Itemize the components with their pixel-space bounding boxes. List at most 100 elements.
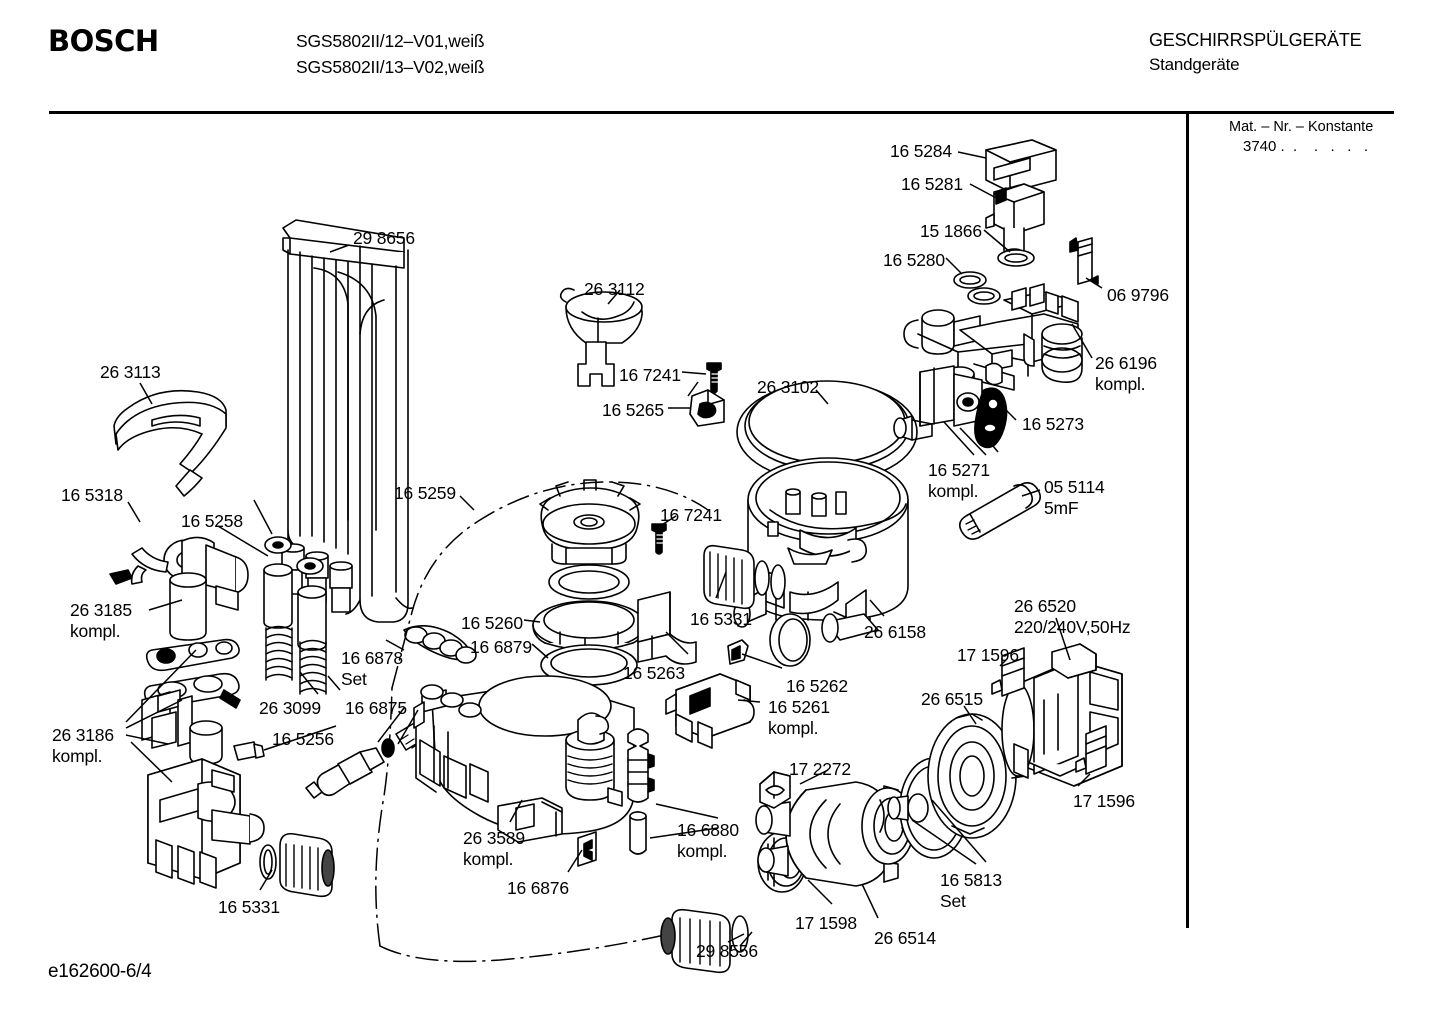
part-number: 26 6514 [874,928,936,948]
part-graphic-166876 [577,831,597,867]
part-number: 16 5331 [690,609,752,629]
part-number-label: 16 5331 [690,609,752,630]
part-graphic-165281 [985,183,1045,260]
part-graphic-166878 [403,625,477,664]
part-number-label: 16 5331 [218,897,280,918]
part-number-label: 16 5273 [1022,414,1084,435]
part-number: 15 1866 [920,221,982,241]
part-graphic-165262 [727,639,749,665]
part-number-label: 16 5265 [602,400,664,421]
part-number-label: 17 1598 [795,913,857,934]
right-panel-divider [1186,113,1189,928]
part-number-label: 17 1596 [957,645,1019,666]
part-graphic-263589 [413,675,635,843]
part-number-label: 16 7241 [660,505,722,526]
part-number: 16 5259 [394,483,456,503]
part-number: 26 3185 [70,600,132,620]
material-number-block: Mat. – Nr. – Konstante 3740 . . . . . . [1229,118,1373,156]
document-code: e162600-6/4 [48,961,152,982]
part-graphic-165284 [985,139,1057,193]
part-number-label: 16 5259 [394,483,456,504]
part-number: 17 1596 [957,645,1019,665]
part-number: 16 5263 [623,663,685,683]
part-number-qualifier: Set [940,890,966,911]
part-number-label: 26 6515 [921,689,983,710]
part-number: 16 5281 [901,174,963,194]
part-number-label: 16 5262 [786,676,848,697]
part-graphic-263102 [733,380,918,667]
part-number: 16 5284 [890,141,952,161]
product-category-block: GESCHIRRSPÜLGERÄTE Standgeräte [1149,28,1362,77]
part-number: 26 3112 [584,279,645,299]
part-graphic-263186 [141,689,265,889]
part-number: 16 6878 [341,648,403,668]
part-graphic-165271 [893,365,983,441]
part-number-label: 16 5263 [623,663,685,684]
part-graphic-165331-left [259,832,335,898]
part-number: 26 3589 [463,828,525,848]
matnr-title: Mat. – Nr. – Konstante [1229,119,1374,135]
part-number-label: 16 5280 [883,250,945,271]
part-number: 16 7241 [660,505,722,525]
part-number-label: 16 5260 [461,613,523,634]
part-graphic-165263 [637,591,697,665]
part-graphic-263113 [113,389,227,497]
part-number: 16 5331 [218,897,280,917]
category-sub-label: Standgeräte [1149,55,1240,74]
part-graphic-069796 [1069,237,1099,285]
part-graphic-151866 [997,249,1035,267]
part-number-qualifier: 220/240V,50Hz [1014,616,1131,637]
model-line-1: SGS5802II/12–V01,weiß [296,31,485,51]
part-graphic-171596-b [1075,725,1107,775]
part-number: 16 5261 [768,697,830,717]
part-number-qualifier: kompl. [677,840,728,861]
part-graphic-166880 [627,728,655,855]
part-number-label: 26 3112 [584,279,645,300]
part-number-label: 06 9796 [1107,285,1169,306]
part-number: 17 2272 [789,759,851,779]
part-graphic-266520 [1001,643,1123,787]
part-graphic-165258 [263,563,327,651]
part-number-qualifier: Set [341,668,367,689]
part-number: 16 5318 [61,485,123,505]
part-number: 16 6880 [677,820,739,840]
model-line-2: SGS5802II/13–V02,weiß [296,57,485,77]
part-graphic-165318 [264,536,324,575]
part-number: 06 9796 [1107,285,1169,305]
part-number-qualifier: 5mF [1044,497,1079,518]
part-number-label: 26 6158 [864,622,926,643]
part-graphic-263185 [109,536,249,709]
page-header: BOSCH SGS5802II/12–V01,weiß SGS5802II/13… [0,0,1442,113]
part-number: 16 5262 [786,676,848,696]
part-graphic-165259 [539,479,641,600]
part-number-label: 17 2272 [789,759,851,780]
part-number-qualifier: kompl. [70,620,121,641]
part-graphic-266515 [927,713,1027,839]
part-number-label: 16 6876 [507,878,569,899]
part-number-label: 26 6514 [874,928,936,949]
part-number-label: 16 7241 [619,365,681,386]
part-number-label: 17 1596 [1073,791,1135,812]
part-number: 29 8556 [696,941,758,961]
part-number-label: 16 6879 [470,637,532,658]
part-graphic-165280 [953,271,1001,305]
part-number-label: 16 6875 [345,698,407,719]
part-number: 16 5271 [928,460,990,480]
part-graphic-167241-b [651,523,667,555]
part-graphic-298556 [660,908,749,974]
part-graphic-055114 [958,482,1042,540]
category-main-label: GESCHIRRSPÜLGERÄTE [1149,30,1362,50]
part-number: 16 6875 [345,698,407,718]
part-number: 17 1598 [795,913,857,933]
part-graphic-165331-right [703,544,786,610]
part-number: 26 3099 [259,698,321,718]
